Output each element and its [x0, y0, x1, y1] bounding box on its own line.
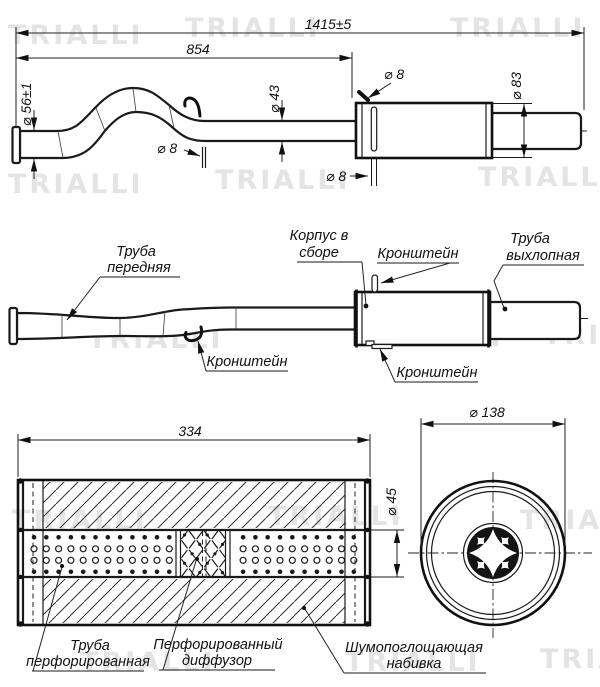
label-front-pipe: Труба передняя: [66, 244, 180, 321]
perforation-holes: [30, 535, 358, 575]
dim-outer-diameter: ⌀ 138: [420, 404, 566, 548]
dim-hanger-pin: ⌀ 8: [157, 140, 201, 157]
muffler-section-view: 334 ⌀ 45 Труба перфорированная Перфориро…: [16, 423, 486, 674]
labeled-side-view: Труба передняя Кронштейн Корпус в сборе …: [8, 228, 589, 383]
watermark-text: TRIALLI: [185, 13, 321, 44]
dim-front-length-text: 854: [186, 41, 210, 57]
dim-inlet-diameter-text: ⌀ 56±1: [18, 83, 34, 126]
perforated-diffuser: [175, 530, 231, 577]
label-bracket-bottom-text: Кронштейн: [397, 365, 478, 381]
watermark-text: TRIALLI: [8, 20, 144, 51]
label-body-assembly-line2: сборе: [299, 245, 339, 261]
label-sound-padding-line1: Шумопоглощающая: [345, 640, 483, 656]
dim-bracket-hole-text: ⌀ 8: [384, 66, 404, 82]
watermark-text: TRIALLI: [450, 13, 586, 44]
dim-outer-diameter-text: ⌀ 138: [469, 404, 505, 420]
watermark-text: TRIALLI: [80, 647, 216, 678]
label-perforated-pipe-line1: Труба: [70, 638, 110, 654]
label-bracket-top-text: Кронштейн: [378, 246, 459, 262]
sound-padding-hatch-top: [43, 482, 345, 528]
end-caps: [21, 480, 367, 625]
label-body-assembly-line1: Корпус в: [290, 228, 349, 244]
label-body-assembly: Корпус в сборе: [290, 228, 369, 309]
dim-body-length: 334: [17, 423, 371, 477]
dim-pipe-diameter: ⌀ 43: [266, 85, 286, 162]
label-exhaust-pipe-line2: выхлопная: [506, 248, 580, 264]
top-bracket-pin: [371, 274, 379, 293]
hub-star-opening: [469, 529, 517, 577]
shell-inner-circle: [425, 485, 561, 621]
label-perforated-diffuser-line2: диффузор: [182, 653, 252, 669]
muffler-inner-pin: [370, 106, 378, 152]
watermark-text: TRIALLI: [540, 644, 600, 675]
label-exhaust-pipe: Труба выхлопная: [493, 231, 584, 312]
label-bracket-bottom: Кронштейн: [379, 348, 478, 383]
label-bracket-left-text: Кронштейн: [207, 354, 288, 370]
watermark-text: TRIALLI: [215, 165, 351, 196]
dim-inner-pipe: ⌀ 45: [371, 488, 404, 578]
tail-pipe: [490, 111, 583, 151]
dim-bracket-hole: ⌀ 8: [367, 66, 404, 99]
dim-pipe-diameter-text: ⌀ 43: [266, 85, 282, 113]
dim-inlet-diameter: ⌀ 56±1: [18, 83, 38, 179]
muffler-end-view: ⌀ 138: [408, 404, 592, 638]
dim-body-diameter-text: ⌀ 83: [508, 72, 524, 100]
inlet-flange: [11, 125, 22, 165]
shell-outer-circle: [419, 479, 567, 627]
perforated-pipe: [23, 528, 365, 579]
diffuser-hub: [462, 522, 524, 584]
muffler-body: [354, 101, 494, 160]
dim-body-diameter: ⌀ 83: [492, 72, 532, 158]
dim-body-length-text: 334: [178, 423, 202, 439]
watermark-layer: TRIALLI TRIALLI TRIALLI TRIALLI TRIALLI TRIAL…: [8, 13, 600, 678]
label-bracket-left: Кронштейн: [197, 340, 288, 372]
padding-boundary-circle: [430, 490, 556, 616]
watermark-text: TRIALLI: [520, 505, 600, 536]
dim-hanger-pin-text: ⌀ 8: [157, 140, 177, 156]
bottom-bracket: [365, 340, 393, 350]
dim-overall-length: 1415±5: [15, 16, 585, 126]
dim-front-length: 854: [16, 41, 353, 98]
watermark-text: TRIALLI: [478, 162, 600, 193]
dim-overall-text: 1415±5: [305, 16, 352, 32]
pipe-section-ticks: [57, 87, 175, 159]
label-perforated-diffuser: Перфорированный диффузор: [153, 557, 283, 671]
hub-star-decorations: [477, 537, 509, 569]
inlet-flange: [8, 306, 19, 346]
diffuser-texture: [181, 530, 226, 577]
label-bracket-top: Кронштейн: [377, 246, 459, 284]
label-perforated-pipe-line2: перфорированная: [26, 654, 150, 670]
dim-inner-pipe-text: ⌀ 45: [383, 488, 399, 516]
label-perforated-diffuser-line1: Перфорированный: [153, 637, 282, 653]
dim-pin-bottom-text: ⌀ 8: [326, 168, 346, 184]
pipe-hook-bracket: [183, 96, 202, 118]
pipe-section-ticks: [61, 307, 237, 338]
label-perforated-pipe: Труба перфорированная: [26, 564, 150, 672]
watermark-text: TRIALLI: [8, 169, 144, 200]
muffler-shell: [16, 478, 372, 627]
sound-padding-hatch-bottom: [43, 579, 345, 623]
top-view: 1415±5 854 ⌀ 56±1 ⌀ 43 ⌀ 8 ⌀ 8: [11, 16, 588, 186]
label-sound-padding: Шумопоглощающая набивка: [302, 606, 486, 674]
label-sound-padding-line2: набивка: [387, 656, 442, 672]
label-front-pipe-line2: передняя: [107, 260, 171, 276]
pipe-hook-bracket: [183, 325, 204, 343]
dim-pin-bottom: ⌀ 8: [326, 159, 377, 186]
exhaust-pipe: [488, 300, 582, 341]
label-exhaust-pipe-line1: Труба: [510, 231, 550, 247]
muffler-stud: [357, 90, 370, 102]
hanger-pin: [201, 147, 207, 168]
label-front-pipe-line1: Труба: [116, 244, 156, 260]
rolled-edge-bumps: [17, 478, 371, 627]
muffler-body: [353, 290, 492, 347]
